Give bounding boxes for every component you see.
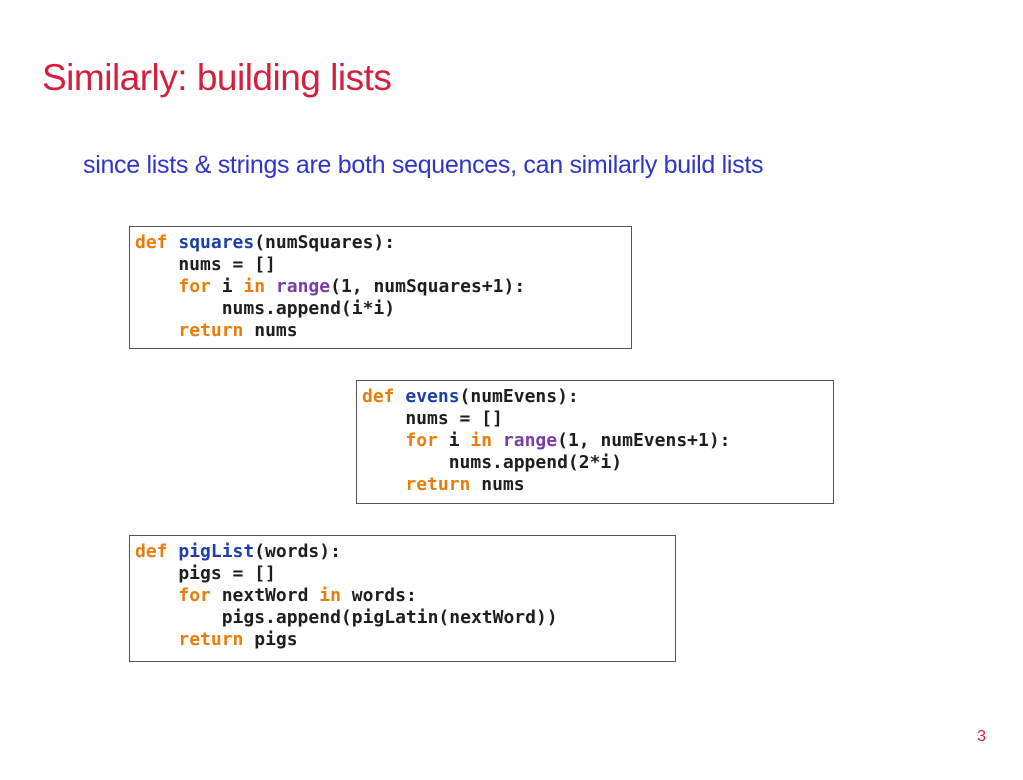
code-line: nums = [] <box>362 408 833 430</box>
code-line: for nextWord in words: <box>135 585 675 607</box>
page-number: 3 <box>977 728 986 745</box>
code-line: return pigs <box>135 629 675 651</box>
code-text: nextWord <box>210 585 320 606</box>
code-text <box>135 276 178 297</box>
code-text: nums = [] <box>362 408 503 429</box>
code-text: pigs.append(pigLatin(nextWord)) <box>135 607 558 628</box>
code-piglist: def pigList(words): pigs = [] for nextWo… <box>135 541 675 651</box>
code-keyword: return <box>178 320 244 341</box>
code-text <box>265 276 276 297</box>
code-block-evens: def evens(numEvens): nums = [] for i in … <box>356 380 834 504</box>
code-text <box>362 430 405 451</box>
code-line: for i in range(1, numEvens+1): <box>362 430 833 452</box>
code-text: nums.append(2*i) <box>362 452 623 473</box>
code-keyword: in <box>243 276 266 297</box>
code-text <box>135 585 178 606</box>
code-text <box>362 474 405 495</box>
code-keyword: return <box>178 629 244 650</box>
code-text <box>492 430 503 451</box>
code-line: nums = [] <box>135 254 631 276</box>
slide-subtitle: since lists & strings are both sequences… <box>83 151 764 179</box>
code-text <box>395 386 406 407</box>
code-line: for i in range(1, numSquares+1): <box>135 276 631 298</box>
code-squares: def squares(numSquares): nums = [] for i… <box>135 232 631 342</box>
code-text <box>168 541 179 562</box>
code-text: (words): <box>254 541 341 562</box>
code-text: pigs <box>243 629 298 650</box>
code-text: i <box>437 430 471 451</box>
code-text: (numEvens): <box>459 386 579 407</box>
code-line: def pigList(words): <box>135 541 675 563</box>
code-keyword: for <box>178 276 211 297</box>
code-keyword: for <box>405 430 438 451</box>
slide-title: Similarly: building lists <box>42 57 392 98</box>
code-text <box>135 320 178 341</box>
code-line: return nums <box>362 474 833 496</box>
code-builtin: range <box>275 276 331 297</box>
code-text: pigs = [] <box>135 563 276 584</box>
code-text: (numSquares): <box>254 232 396 253</box>
code-line: def evens(numEvens): <box>362 386 833 408</box>
code-keyword: in <box>319 585 341 606</box>
code-keyword: def <box>135 541 168 562</box>
code-keyword: def <box>135 232 168 253</box>
code-text: (1, numEvens+1): <box>557 430 731 451</box>
code-text: nums = [] <box>135 254 276 275</box>
code-line: def squares(numSquares): <box>135 232 631 254</box>
code-line: pigs = [] <box>135 563 675 585</box>
code-block-piglist: def pigList(words): pigs = [] for nextWo… <box>129 535 676 662</box>
code-block-squares: def squares(numSquares): nums = [] for i… <box>129 226 632 349</box>
code-line: pigs.append(pigLatin(nextWord)) <box>135 607 675 629</box>
code-keyword: return <box>405 474 471 495</box>
code-text: i <box>210 276 244 297</box>
code-text <box>168 232 179 253</box>
code-function-name: pigList <box>178 541 255 562</box>
code-line: return nums <box>135 320 631 342</box>
code-keyword: in <box>470 430 493 451</box>
code-keyword: for <box>178 585 211 606</box>
code-builtin: range <box>502 430 558 451</box>
code-line: nums.append(i*i) <box>135 298 631 320</box>
code-text: (1, numSquares+1): <box>330 276 526 297</box>
code-text: nums.append(i*i) <box>135 298 396 319</box>
code-text: nums <box>470 474 525 495</box>
code-text: nums <box>243 320 298 341</box>
code-line: nums.append(2*i) <box>362 452 833 474</box>
code-text: words: <box>340 585 417 606</box>
code-evens: def evens(numEvens): nums = [] for i in … <box>362 386 833 496</box>
code-text <box>135 629 178 650</box>
code-function-name: squares <box>178 232 255 253</box>
code-keyword: def <box>362 386 395 407</box>
code-function-name: evens <box>405 386 460 407</box>
